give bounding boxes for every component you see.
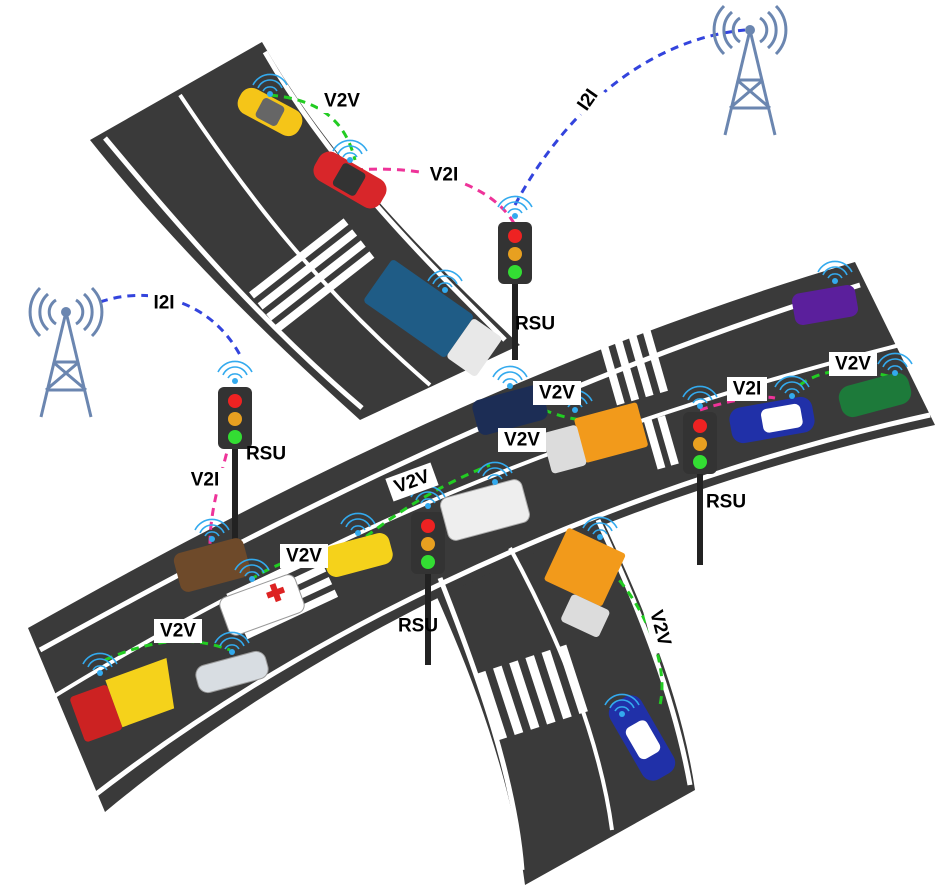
- truck-icon: [364, 260, 502, 376]
- police-car-icon: [729, 375, 815, 444]
- car-icon: [313, 139, 387, 209]
- van-icon: [472, 365, 548, 435]
- v2v-link: [799, 369, 896, 387]
- label-v2i-text: V2I: [430, 165, 459, 186]
- van-icon: [173, 518, 251, 592]
- label-v2v: V2V: [829, 352, 877, 376]
- label-i2i: I2I: [568, 80, 608, 120]
- label-rsu: RSU: [246, 444, 286, 465]
- lane-edge: [38, 282, 861, 653]
- lane-edge: [93, 412, 931, 797]
- label-i2i-text: I2I: [153, 293, 174, 314]
- car-icon: [195, 631, 269, 694]
- label-v2v-text: V2V: [835, 354, 871, 375]
- link-labels: V2V V2I I2I I2I RSU RSU V2I V2V V2V V2V …: [148, 80, 877, 655]
- cell-tower-icon: [28, 286, 104, 418]
- label-v2v: V2V: [533, 381, 581, 405]
- truck-icon: [544, 516, 626, 637]
- truck-icon: [542, 389, 648, 474]
- v2v-link: [269, 93, 357, 161]
- v2i-link: [208, 439, 232, 546]
- traffic-light-icon: [217, 360, 253, 545]
- van-icon: [791, 260, 859, 326]
- label-v2i-text: V2I: [733, 379, 762, 400]
- v2v-link: [104, 639, 231, 662]
- vehicles: [70, 73, 913, 781]
- traffic-light-icon: [410, 485, 446, 665]
- police-car-icon: [604, 693, 676, 781]
- v2i-link: [354, 167, 517, 226]
- lane-divider: [178, 93, 432, 387]
- label-rsu: RSU: [706, 492, 746, 513]
- ambulance-icon: [219, 558, 305, 636]
- label-v2v-text: V2V: [160, 621, 196, 642]
- label-v2i: V2I: [185, 468, 225, 492]
- v2v-link: [354, 463, 491, 547]
- dump-truck-icon: [70, 652, 175, 742]
- lane-edge: [437, 577, 525, 871]
- car-icon: [323, 512, 393, 578]
- traffic-light-icon: [497, 195, 533, 360]
- rv-icon: [440, 461, 530, 541]
- label-v2i-text: V2I: [191, 470, 220, 491]
- label-v2i: V2I: [727, 377, 767, 401]
- i2i-link: [513, 28, 746, 206]
- cell-tower-icon: [712, 4, 788, 136]
- label-rsu: RSU: [398, 616, 438, 637]
- label-v2v-text: V2V: [324, 91, 360, 112]
- lane-edge: [103, 136, 364, 410]
- car-icon: [838, 352, 913, 418]
- label-v2v-text: V2V: [504, 430, 540, 451]
- label-v2v: V2V: [280, 544, 328, 568]
- label-v2v: V2V: [498, 428, 546, 452]
- label-v2v: V2V: [154, 619, 202, 643]
- lane-edge: [262, 50, 507, 342]
- links: [99, 28, 896, 706]
- label-v2v-text: V2V: [539, 383, 575, 404]
- zebra-crossings: [226, 218, 679, 741]
- i2i-link: [99, 293, 242, 356]
- label-v2v: V2V: [318, 89, 366, 113]
- traffic-light-icon: [682, 385, 718, 565]
- label-rsu: RSU: [515, 314, 555, 335]
- label-i2i: I2I: [148, 291, 180, 315]
- label-v2v-text: V2V: [286, 546, 322, 567]
- car-icon: [237, 73, 303, 137]
- road-network: [28, 42, 935, 885]
- label-v2i: V2I: [424, 163, 464, 187]
